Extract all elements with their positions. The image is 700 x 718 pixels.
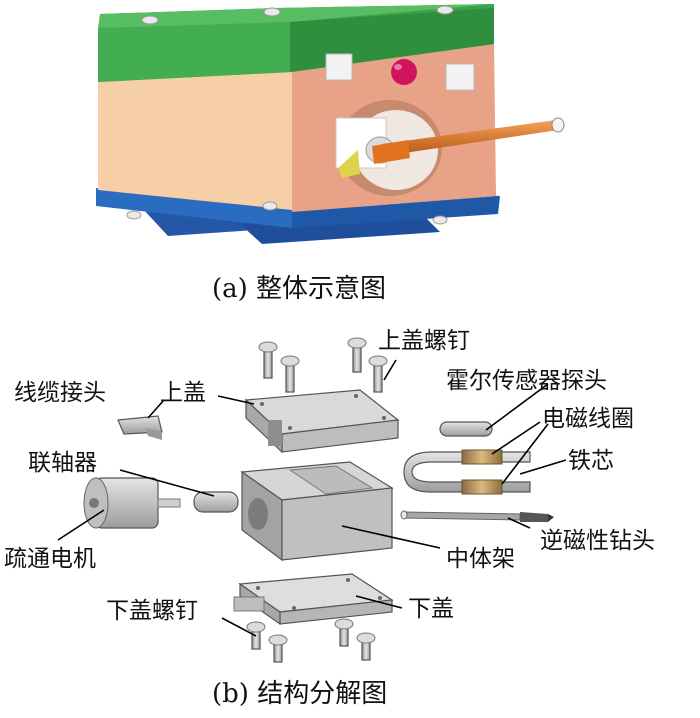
- assembled-drill-rod: [372, 117, 565, 164]
- top-cover-part: [244, 389, 400, 454]
- front-face: [98, 70, 292, 210]
- label-bottom-cover: 下盖: [408, 596, 454, 622]
- label-cable-connector: 线缆接头: [14, 380, 106, 406]
- hall-sensor-probe-part: [439, 421, 493, 437]
- bottom-cover-part: [233, 573, 394, 626]
- screw: [268, 634, 288, 663]
- middle-frame-part: [240, 461, 394, 562]
- leader-lines: [57, 359, 567, 637]
- caption-a: (a) 整体示意图: [212, 274, 386, 304]
- screw: [258, 341, 278, 379]
- label-dredge-motor: 疏通电机: [4, 546, 96, 572]
- part-labels: 上盖螺钉 线缆接头 上盖 霍尔传感器探头 电磁线圈 联轴器 铁芯 疏通电机 逆磁…: [4, 328, 655, 624]
- screw: [368, 355, 388, 393]
- screw: [280, 355, 300, 393]
- screw: [334, 618, 354, 647]
- label-iron-core: 铁芯: [568, 448, 614, 474]
- em-coil-part: [461, 449, 503, 495]
- label-em-coil: 电磁线圈: [542, 406, 634, 432]
- side-features: [325, 53, 475, 91]
- label-top-cover-screws: 上盖螺钉: [378, 328, 470, 354]
- dredge-motor-part: [83, 477, 181, 529]
- screw: [347, 337, 367, 373]
- anti-magnetic-drill-part: [400, 510, 554, 522]
- label-bottom-cover-screws: 下盖螺钉: [106, 598, 198, 624]
- screw: [246, 621, 266, 650]
- screw: [356, 632, 376, 661]
- assembled-top-screws: [141, 5, 454, 25]
- coupling-part: [193, 491, 239, 513]
- label-middle-frame: 中体架: [446, 546, 515, 572]
- assembled-view: [96, 4, 565, 244]
- exploded-view: [83, 337, 554, 663]
- top-cover-screw-parts: [258, 337, 388, 393]
- label-anti-magnetic-drill: 逆磁性钻头: [540, 528, 655, 554]
- bottom-cover-screw-parts: [246, 618, 376, 663]
- assembled-bottom-screws: [126, 201, 448, 225]
- label-coupling: 联轴器: [28, 450, 97, 476]
- label-top-cover: 上盖: [160, 380, 206, 406]
- caption-b: (b) 结构分解图: [212, 679, 387, 709]
- cable-connector-part: [117, 415, 163, 440]
- label-hall-sensor-probe: 霍尔传感器探头: [446, 368, 607, 394]
